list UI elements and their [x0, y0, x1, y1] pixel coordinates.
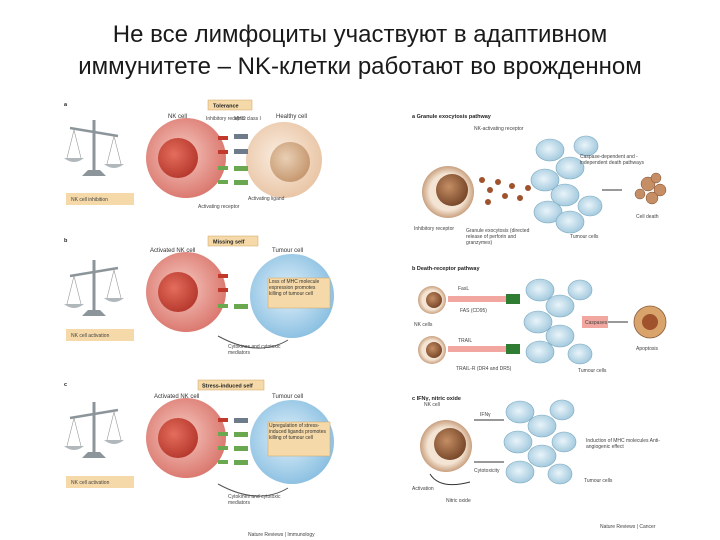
cytokines-c: Cytokines and cytotoxic mediators [228, 494, 281, 506]
nk-activating-label: NK-activating receptor [474, 126, 524, 132]
caspase-box [582, 316, 608, 328]
apoptosis-label: Apoptosis [636, 346, 658, 352]
cell-death-label: Cell death [636, 214, 659, 220]
nk-nucleus-right-b1 [426, 292, 442, 308]
cytokines-c-wrap: Cytokines and cytotoxic mediators [228, 494, 281, 506]
trail-label: TRAIL [458, 338, 472, 344]
nk-nucleus-right-a [436, 174, 468, 206]
nk-nucleus-b [158, 272, 198, 312]
inhibitory-right-label: Inhibitory receptor [414, 226, 454, 232]
nk-nucleus-c [158, 418, 198, 458]
inhibitory-receptor-label: Inhibitory receptor [206, 116, 246, 122]
tumour-cluster-right-b [523, 278, 593, 365]
caspase-a-wrap: Caspase-dependent and -independent death… [580, 154, 644, 166]
cytotoxicity-label: Cytotoxicity [474, 468, 500, 474]
scale-label-box-a [66, 193, 134, 205]
caspase-b-label: Caspases [585, 320, 608, 326]
granule-label: Granule exocytosis (directed release of … [466, 228, 530, 246]
trailr-label: TRAIL-R (DR4 and DR5) [456, 366, 512, 372]
trail-receptor [506, 344, 520, 354]
tumour-cluster-right-a [530, 135, 603, 234]
tumour-label-right-a: Tumour cells [570, 234, 599, 240]
nitric-oxide-label: Nitric oxide [446, 498, 471, 504]
note-b-wrap: Loss of MHC molecule expression promotes… [269, 279, 320, 297]
ifn-label: IFNγ [480, 412, 491, 418]
granules [479, 177, 531, 205]
receptor-pairs-b [218, 274, 248, 309]
panel-c-letter: c [64, 382, 67, 388]
fasl-bar [448, 296, 506, 302]
dead-cell-icon [634, 172, 667, 205]
note-box-c [267, 421, 331, 457]
tumour-cluster-right-c [503, 399, 577, 485]
scale-label-box-c [66, 476, 134, 488]
slide-title-line-1: Не все лимфоциты участвуют в адаптивном [112, 21, 608, 48]
badge-tolerance-text: Tolerance [213, 104, 239, 110]
nk-nucleus-right-b2 [426, 342, 442, 358]
nk-nucleus-right-c [434, 428, 466, 460]
arrow-b [217, 335, 289, 349]
tumour-cell-label-c: Tumour cell [272, 394, 303, 400]
fasl-label: FasL [458, 286, 469, 292]
nk-nucleus-a [158, 138, 198, 178]
panel-b-letter: b [64, 238, 68, 244]
fas-receptor [506, 294, 520, 304]
mhc-label: MHC class I [234, 116, 261, 122]
cytokines-b-wrap: Cytokines and cytotoxic mediators [228, 344, 281, 356]
activating-ligand-label: Activating ligand [248, 196, 285, 202]
right-c-title: c IFNγ, nitric oxide [412, 396, 461, 402]
granule-label-wrap: Granule exocytosis (directed release of … [466, 228, 530, 246]
right-source: Nature Reviews | Cancer [600, 524, 656, 530]
induction-label-wrap: Induction of MHC molecules Anti-angiogen… [586, 438, 660, 450]
receptor-pairs-a [218, 134, 248, 185]
arrow-c [217, 483, 289, 497]
badge-missing-self-text: Missing self [213, 240, 245, 246]
right-a-title: a Granule exocytosis pathway [412, 114, 492, 120]
induction-label: Induction of MHC molecules Anti-angiogen… [586, 438, 660, 450]
scale-label-c: NK cell activation [71, 480, 110, 486]
badge-stress [197, 379, 265, 391]
right-figure: a Granule exocytosis pathway NK-activati… [412, 114, 667, 530]
left-figure: a NK cell inhibition Tolerance NK cell H… [64, 99, 334, 538]
arrow-activation [429, 473, 471, 486]
scale-label-a: NK cell inhibition [71, 197, 108, 203]
note-c: Upregulation of stress-induced ligands p… [269, 423, 326, 441]
nk-cell-label-a: NK cell [168, 114, 187, 120]
tumour-label-right-c: Tumour cells [584, 478, 613, 484]
apoptotic-cell-icon [633, 305, 667, 339]
balance-scale-icon [64, 402, 124, 458]
badge-missing-self [207, 235, 259, 247]
left-source: Nature Reviews | Immunology [248, 532, 315, 538]
receptor-pairs-c [218, 418, 248, 465]
note-box-b [267, 277, 331, 309]
scale-label-box-b [66, 329, 134, 341]
caspase-a: Caspase-dependent and -independent death… [580, 154, 644, 166]
activation-label: Activation [412, 486, 434, 492]
panel-a-letter: a [64, 102, 68, 108]
healthy-nucleus [270, 142, 310, 182]
trail-bar [448, 346, 506, 352]
balance-scale-icon [64, 120, 124, 176]
nk-cell-right-c-label: NK cell [424, 402, 440, 408]
slide-title-line-2: иммунитете – NK-клетки работают во врожд… [78, 53, 642, 80]
cytokines-b: Cytokines and cytotoxic mediators [228, 344, 281, 356]
tumour-label-right-b: Tumour cells [578, 368, 607, 374]
right-b-title: b Death-receptor pathway [412, 266, 480, 272]
healthy-cell-label: Healthy cell [276, 114, 307, 120]
nk-cell-label-b: Activated NK cell [150, 248, 195, 254]
activating-receptor-label: Activating receptor [198, 204, 240, 210]
balance-scale-icon [64, 260, 124, 316]
note-c-wrap: Upregulation of stress-induced ligands p… [269, 423, 326, 441]
note-b: Loss of MHC molecule expression promotes… [269, 279, 320, 297]
trailr-label-wrap: TRAIL-R (DR4 and DR5) [456, 366, 512, 372]
scale-label-b: NK cell activation [71, 333, 110, 339]
nk-cell-label-c: Activated NK cell [154, 394, 199, 400]
badge-tolerance [207, 99, 253, 111]
nk-cells-label: NK cells [414, 322, 433, 328]
badge-stress-text: Stress-induced self [202, 384, 253, 390]
tumour-cell-label-b: Tumour cell [272, 248, 303, 254]
fas-label: FAS (CD95) [460, 308, 487, 314]
